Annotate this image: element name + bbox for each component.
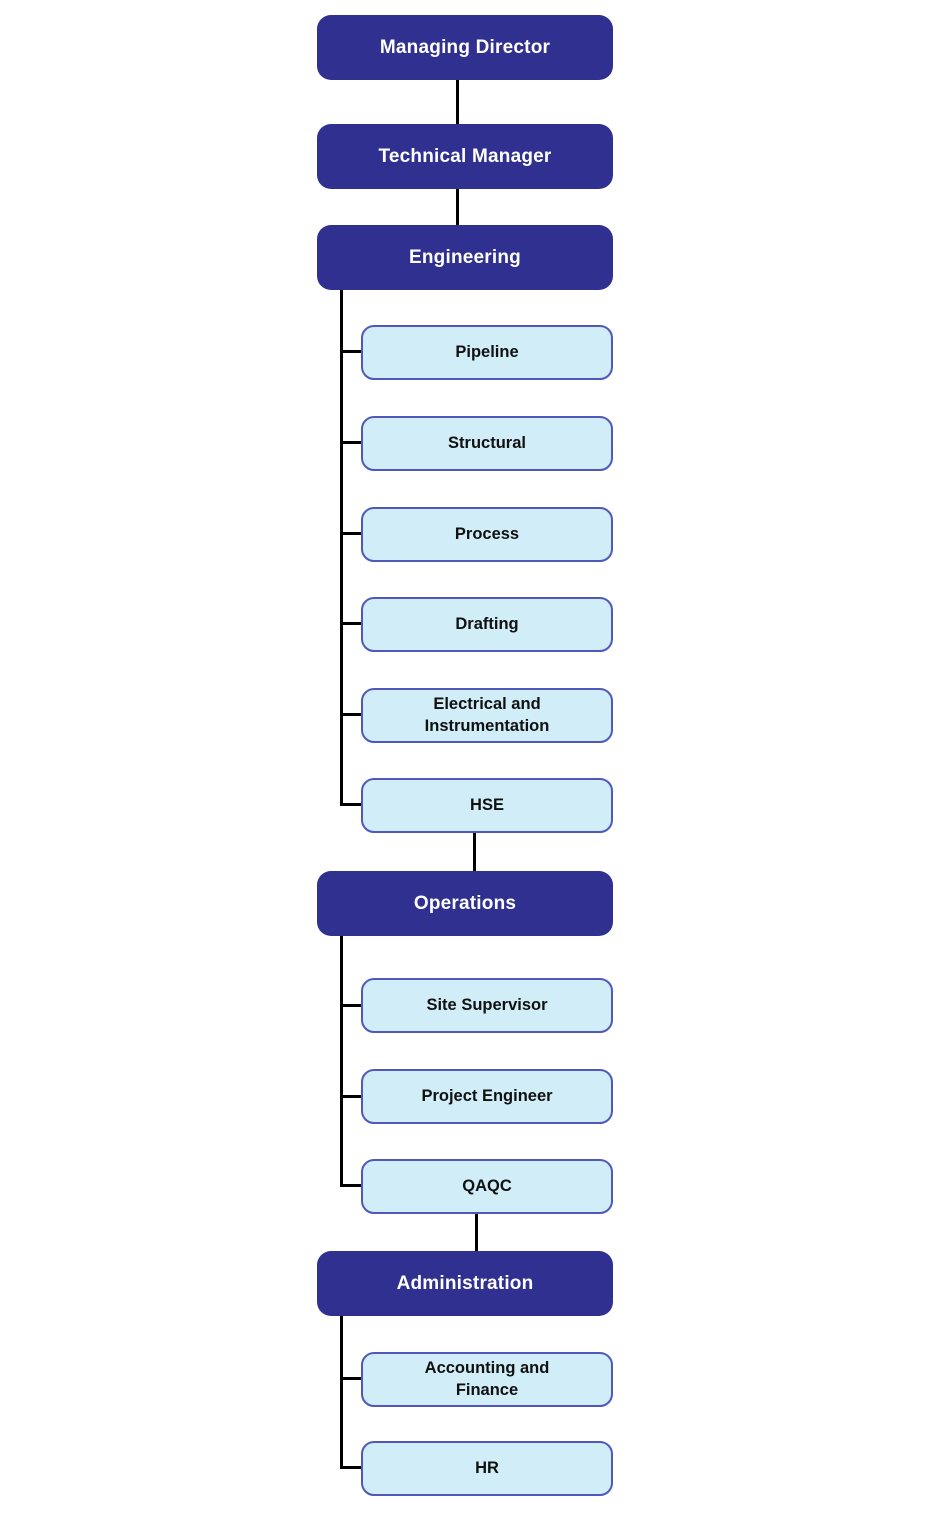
connector-stub-hse [340,803,361,806]
node-administration: Administration [317,1251,613,1316]
node-accounting-and-finance-label: Accounting and Finance [424,1358,550,1399]
connector-qaqc-to-administration [475,1214,478,1251]
node-electrical-and-instrumentation-label: Electrical and Instrumentation [424,694,550,735]
node-managing-director: Managing Director [317,15,613,80]
connector-stub-accounting [340,1377,361,1380]
connector-stub-drafting [340,622,361,625]
node-qaqc-label: QAQC [462,1176,512,1195]
node-hse: HSE [361,778,613,833]
node-process: Process [361,507,613,562]
connector-administration-spine [340,1316,343,1469]
node-site-supervisor-label: Site Supervisor [426,995,548,1014]
node-electrical-and-instrumentation: Electrical and Instrumentation [361,688,613,743]
connector-engineering-spine [340,290,343,806]
node-site-supervisor: Site Supervisor [361,978,613,1033]
node-accounting-and-finance: Accounting and Finance [361,1352,613,1407]
node-engineering: Engineering [317,225,613,290]
node-process-label: Process [454,524,520,543]
node-hr: HR [361,1441,613,1496]
node-qaqc: QAQC [361,1159,613,1214]
node-project-engineer: Project Engineer [361,1069,613,1124]
connector-stub-process [340,532,361,535]
node-project-engineer-label: Project Engineer [421,1086,553,1105]
node-pipeline: Pipeline [361,325,613,380]
connector-stub-qaqc [340,1184,361,1187]
node-administration-label: Administration [396,1272,534,1294]
node-hse-label: HSE [470,795,504,814]
node-managing-director-label: Managing Director [379,36,551,58]
node-structural: Structural [361,416,613,471]
connector-operations-spine [340,936,343,1187]
node-drafting-label: Drafting [455,614,519,633]
node-pipeline-label: Pipeline [455,342,519,361]
connector-stub-structural [340,441,361,444]
connector-stub-site-supervisor [340,1004,361,1007]
connector-stub-project-engineer [340,1095,361,1098]
node-engineering-label: Engineering [409,246,521,268]
node-operations: Operations [317,871,613,936]
connector-tm-to-engineering [456,189,459,225]
node-technical-manager-label: Technical Manager [378,145,552,167]
node-operations-label: Operations [413,892,517,914]
node-structural-label: Structural [448,433,526,452]
connector-md-to-tm [456,80,459,124]
node-drafting: Drafting [361,597,613,652]
node-technical-manager: Technical Manager [317,124,613,189]
connector-hse-to-operations [473,833,476,871]
connector-stub-hr [340,1466,361,1469]
connector-stub-electrical [340,713,361,716]
node-hr-label: HR [475,1458,499,1477]
connector-stub-pipeline [340,350,361,353]
